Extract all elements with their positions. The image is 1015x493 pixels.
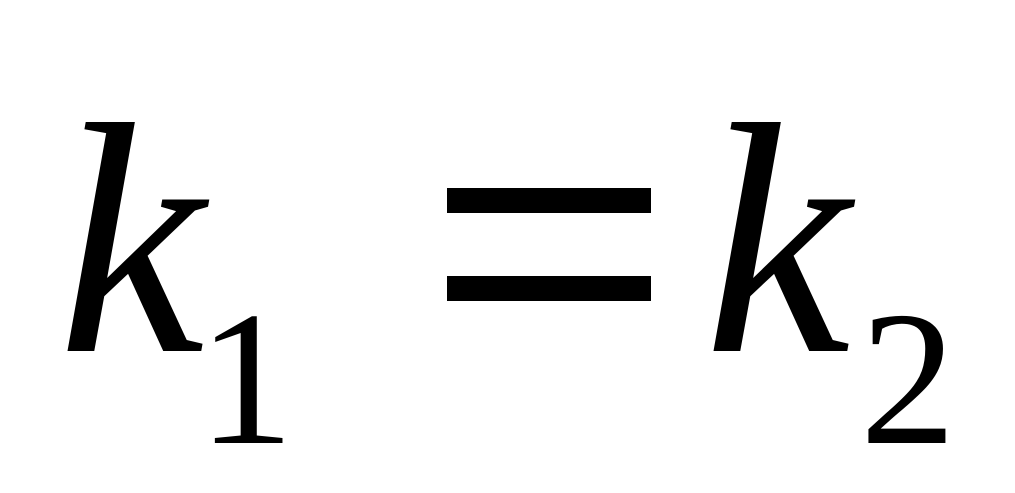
equals-top-bar bbox=[447, 188, 651, 213]
equals-bottom-bar bbox=[447, 276, 651, 301]
right-subscript: 2 bbox=[860, 272, 956, 485]
left-variable: k bbox=[58, 58, 205, 423]
left-subscript: 1 bbox=[198, 272, 294, 485]
right-variable: k bbox=[704, 58, 851, 423]
